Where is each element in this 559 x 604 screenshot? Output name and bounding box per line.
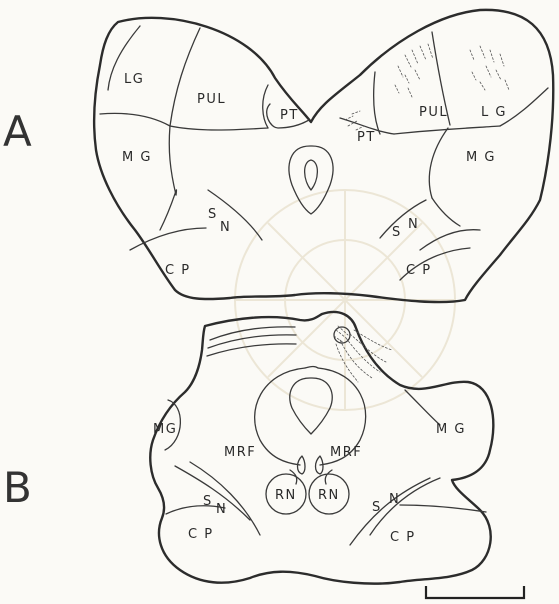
label-b-mg-right: M G — [436, 422, 466, 437]
panel-a-central-canal — [289, 146, 333, 214]
label-b-sn-right-n: N — [389, 492, 400, 507]
label-b-mrf-left: MRF — [224, 445, 256, 460]
label-sn-right-s: S — [392, 225, 402, 240]
scale-bar — [426, 586, 524, 598]
panel-a-letter: A — [3, 107, 32, 156]
label-lg-right: L G — [481, 105, 507, 120]
label-cp-left: C P — [165, 263, 191, 278]
panel-b-letter: B — [3, 463, 32, 512]
label-cp-right: C P — [406, 263, 432, 278]
label-lg-left: LG — [124, 72, 144, 87]
label-pul-right: PUL — [419, 105, 448, 120]
panel-a-labels: LG PUL PT PT PUL L G M G M G S N S N C P… — [122, 72, 507, 278]
label-pul-left: PUL — [197, 92, 226, 107]
panel-a: A — [3, 10, 553, 302]
label-b-sn-right-s: S — [372, 500, 382, 515]
label-sn-left-n: N — [220, 220, 231, 235]
label-b-sn-left-s: S — [203, 494, 213, 509]
label-sn-left-s: S — [208, 207, 218, 222]
label-b-rn-right: RN — [318, 488, 340, 503]
label-pt-right: PT — [357, 130, 376, 145]
label-b-cp-left: C P — [188, 527, 214, 542]
label-b-cp-right: C P — [390, 530, 416, 545]
label-b-rn-left: RN — [275, 488, 297, 503]
panel-b-central-canal — [290, 378, 333, 434]
panel-b-midline-nuclei — [290, 456, 332, 484]
label-sn-right-n: N — [408, 217, 419, 232]
label-b-mrf-right: MRF — [330, 445, 362, 460]
label-mg-right: M G — [466, 150, 496, 165]
label-b-sn-left-n: N — [216, 502, 227, 517]
label-pt-left: PT — [280, 108, 299, 123]
label-mg-left: M G — [122, 150, 152, 165]
label-b-mg-left: MG — [153, 422, 177, 437]
